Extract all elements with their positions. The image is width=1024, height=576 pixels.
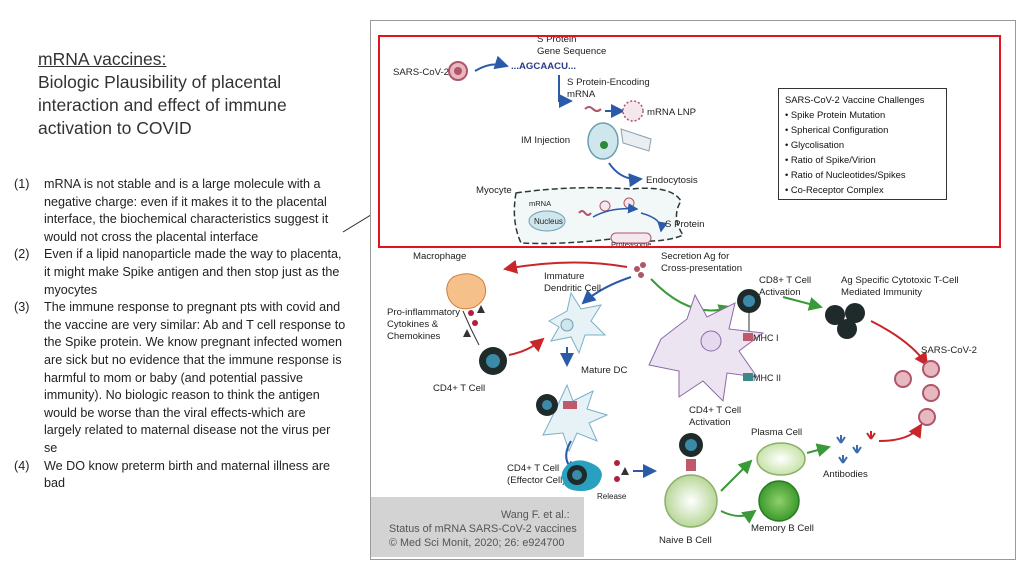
label-proteasome: Proteasome: [611, 240, 651, 249]
label-cd4-activation-1: CD4+ T Cell: [689, 405, 741, 416]
title-line-1: mRNA vaccines:: [38, 49, 167, 69]
mature-dc-cell: [536, 383, 609, 453]
label-mhc2: MHC II: [753, 373, 781, 383]
antigen-cluster-icon: [634, 262, 646, 278]
note-number: (1): [14, 177, 30, 191]
title-line-2: Biologic Plausibility of placental inter…: [38, 72, 287, 138]
label-antibodies: Antibodies: [823, 469, 868, 480]
note-item: (2) Even if a lipid nanoparticle made the…: [14, 246, 346, 299]
immature-dc-cell: [548, 291, 607, 355]
citation-line-3: © Med Sci Monit, 2020; 26: e924700: [389, 537, 565, 549]
label-sequence: ...AGCAACU...: [511, 61, 576, 72]
antibody-icons: [836, 431, 876, 464]
challenge-item: • Glycolisation: [785, 139, 845, 150]
label-pro-inflammatory: Pro-inflammatory: [387, 307, 460, 318]
mrna-strand-icon: [584, 106, 602, 112]
note-text: Even if a lipid nanoparticle made the wa…: [44, 247, 342, 297]
cd4-t-cell-left: [479, 347, 507, 375]
naive-b-cell: [664, 474, 718, 528]
citation-line-1: Wang F. et al.:: [501, 509, 570, 521]
label-s-protein-encoding: S Protein-Encoding: [567, 77, 650, 88]
label-dendritic-cell: Dendritic Cell: [544, 283, 601, 294]
challenge-item: • Ratio of Spike/Virion: [785, 154, 876, 165]
note-item: (3) The immune response to pregnant pts w…: [14, 299, 346, 457]
label-cytokines: Cytokines &: [387, 319, 439, 330]
label-cd4-effector-1: CD4+ T Cell: [507, 463, 559, 474]
release-molecules-icon: [614, 460, 629, 482]
label-naive-b: Naive B Cell: [659, 535, 712, 546]
note-item: (4) We DO know preterm birth and materna…: [14, 458, 346, 493]
vaccine-mechanism-figure: SARS-CoV-2 S Protein Gene Sequence ...AG…: [370, 20, 1016, 560]
vaccine-challenges-box: SARS-CoV-2 Vaccine Challenges • Spike Pr…: [778, 88, 947, 200]
citation-box: Wang F. et al.: Status of mRNA SARS-CoV-…: [371, 497, 584, 557]
challenge-item: • Spherical Configuration: [785, 124, 889, 135]
label-mrna-small: mRNA: [529, 199, 551, 208]
memory-b-cell: [758, 480, 800, 522]
label-plasma-cell: Plasma Cell: [751, 427, 802, 438]
label-nucleus: Nucleus: [534, 217, 563, 226]
label-s-protein: S Protein: [537, 34, 576, 45]
challenges-title: SARS-CoV-2 Vaccine Challenges: [785, 94, 925, 105]
cd4-activated-cell: [679, 433, 703, 457]
cytokine-icons: [463, 305, 485, 337]
label-im-injection: IM Injection: [521, 135, 570, 146]
label-cd4-left: CD4+ T Cell: [433, 383, 485, 394]
label-gene-sequence: Gene Sequence: [537, 46, 606, 57]
label-cd8: CD8+ T Cell: [759, 275, 811, 286]
label-chemokines: Chemokines: [387, 331, 441, 342]
label-mediated: Mediated Immunity: [841, 287, 922, 298]
plasma-cell: [756, 442, 806, 476]
virus-icon: [448, 61, 468, 81]
virus-cluster-icon: [894, 360, 940, 426]
label-mhc1: MHC I: [753, 333, 779, 343]
label-ag-specific: Ag Specific Cytotoxic T-Cell: [841, 275, 959, 286]
macrophage-cell: [446, 273, 487, 310]
label-s-protein-cell: S Protein: [665, 219, 704, 230]
label-memory-b: Memory B Cell: [751, 523, 814, 534]
cd8-t-cell: [737, 289, 761, 313]
label-immature: Immature: [544, 271, 585, 282]
note-number: (3): [14, 300, 30, 315]
label-secretion: Secretion Ag for: [661, 251, 730, 262]
lnp-icon: [622, 100, 644, 122]
label-mature-dc: Mature DC: [581, 365, 627, 376]
myocyte-cell: Nucleus mRNA Proteasome: [513, 186, 685, 249]
cd4-effector-cell: [561, 460, 602, 491]
challenge-item: • Ratio of Nucleotides/Spikes: [785, 169, 906, 180]
label-mrna: mRNA: [567, 89, 596, 100]
label-mrna-lnp: mRNA LNP: [647, 107, 696, 118]
note-number: (2): [14, 247, 30, 262]
cytotoxic-t-cells: [825, 303, 865, 339]
label-sars-cov2-right: SARS-CoV-2: [921, 345, 977, 356]
challenge-item: • Co-Receptor Complex: [785, 184, 884, 195]
note-text: mRNA is not stable and is a large molecu…: [44, 177, 329, 244]
note-text: The immune response to pregnant pts with…: [44, 300, 346, 455]
label-sars-cov2-top: SARS-CoV-2: [393, 67, 449, 78]
slide-title: mRNA vaccines: Biologic Plausibility of …: [38, 48, 338, 140]
highlight-box: [378, 35, 1001, 248]
injection-icon: [587, 122, 652, 160]
label-myocyte: Myocyte: [476, 185, 512, 196]
notes-list: (1) mRNA is not stable and is a large mol…: [14, 176, 346, 493]
label-cd4-effector-2: (Effector Cell): [507, 475, 565, 486]
label-cd4-activation-2: Activation: [689, 417, 731, 428]
label-macrophage: Macrophage: [413, 251, 466, 262]
label-release: Release: [597, 492, 627, 501]
label-endocytosis: Endocytosis: [646, 175, 698, 186]
antigen-presenting-cell: [648, 293, 765, 403]
note-text: We DO know preterm birth and maternal il…: [44, 458, 331, 491]
challenge-item: • Spike Protein Mutation: [785, 109, 886, 120]
label-cd8-activation: Activation: [759, 287, 801, 298]
citation-line-2: Status of mRNA SARS-CoV-2 vaccines: [389, 523, 577, 535]
note-item: (1) mRNA is not stable and is a large mol…: [14, 176, 346, 246]
label-cross-presentation: Cross-presentation: [661, 263, 742, 274]
note-number: (4): [14, 458, 30, 473]
